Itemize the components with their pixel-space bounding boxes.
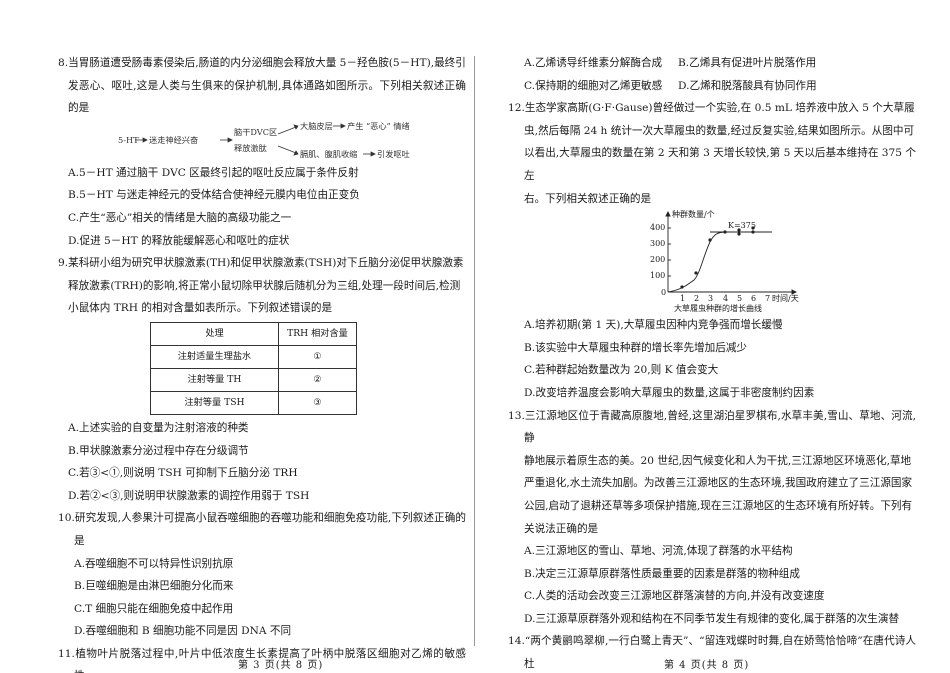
x-tick-4: 4	[723, 294, 729, 304]
page-3-footer: 第 3 页(共 8 页)	[238, 660, 324, 671]
q8-pathway-diagram: 5-HT 迷走神经兴奋 脑干DVC区 释放激肽 大脑皮层 产生 “恶心” 情绪 …	[118, 120, 466, 162]
y-tick-0: 0	[661, 288, 667, 298]
q8-option-a: A.5－HT 通过脑干 DVC 区最终引起的呕吐反应属于条件反射	[68, 166, 359, 179]
q9-option-a: A.上述实验的自变量为注射溶液的种类	[68, 421, 249, 434]
q12-stem: 12.生态学家高斯(G·F·Gause)曾经做过一个实验,在 0.5 mL 培养…	[508, 102, 916, 205]
q9-stem: 9.某科研小组为研究甲状腺激素(TH)和促甲状腺激素(TSH)对下丘脑分泌促甲状…	[58, 257, 464, 315]
q9-table: 处理 TRH 相对含量 注射适量生理盐水 ① 注射等量 TH ② 注射等量 TS…	[150, 321, 357, 415]
pathway-arrows	[135, 123, 376, 157]
q12-growth-curve-chart: 种群数量/个 K=375 400 300 200 100 0 1 2 3 4 5…	[634, 210, 916, 314]
q9-option-b: B.甲状腺激素分泌过程中存在分级调节	[68, 444, 249, 457]
q12-option-a: A.培养初期(第 1 天),大草履虫因种内竞争强而增长缓慢	[524, 319, 783, 332]
q12-option-d: D.改变培养温度会影响大草履虫的数量,这属于非密度制约因素	[524, 386, 815, 399]
growth-curve-plot	[665, 211, 798, 295]
node-kinin: 释放激肽	[234, 142, 267, 153]
q9-option-c: C.若③<①,则说明 TSH 可抑制下丘脑分泌 TRH	[68, 467, 298, 480]
q12-option-c: C.若种群起始数量改为 20,则 K 值会变大	[524, 364, 719, 377]
q10-stem: 10.研究发现,人参果汁可提高小鼠吞噬细胞的吞噬功能和细胞免疫功能,下列叙述正确…	[58, 512, 466, 547]
question-10: 10.研究发现,人参果汁可提高小鼠吞噬细胞的吞噬功能和细胞免疫功能,下列叙述正确…	[58, 507, 466, 643]
question-13: 13.三江源地区位于青藏高原腹地,曾经,这里湖泊星罗棋布,水草丰美,雪山、草地、…	[508, 405, 916, 631]
col-header-treatment: 处理	[150, 321, 279, 346]
page-3-column: 8.当胃肠道遭受肠毒素侵染后,肠道的内分泌细胞会释放大量 5－羟色胺(5－HT)…	[58, 52, 466, 673]
node-dvc: 脑干DVC区	[234, 126, 278, 137]
x-tick-1: 1	[680, 294, 686, 304]
chart-title: 大草履虫种群的增长曲线	[674, 304, 762, 314]
q8-option-c: C.产生“恶心”相关的情绪是大脑的高级功能之一	[68, 211, 292, 224]
q11-option-c: C.保持期的细胞对乙烯更敏感	[524, 79, 663, 92]
question-8: 8.当胃肠道遭受肠毒素侵染后,肠道的内分泌细胞会释放大量 5－羟色胺(5－HT)…	[58, 52, 466, 252]
table-row: 注射适量生理盐水 ①	[150, 344, 357, 369]
node-vomit: 引发呕吐	[377, 148, 410, 159]
q13-option-b: B.决定三江源草原群落性质最重要的因素是群落的物种组成	[524, 567, 800, 580]
question-11: 11.植物叶片脱落过程中,叶片中低浓度生长素提高了叶柄中脱落区细胞对乙烯的敏感性…	[58, 643, 466, 673]
q10-option-b: B.巨噬细胞是由淋巴细胞分化而来	[74, 580, 234, 593]
x-tick-5: 5	[737, 294, 743, 304]
q8-stem: 8.当胃肠道遭受肠毒素侵染后,肠道的内分泌细胞会释放大量 5－羟色胺(5－HT)…	[58, 57, 466, 115]
y-axis-label: 种群数量/个	[672, 210, 715, 220]
q11-stem: 11.植物叶片脱落过程中,叶片中低浓度生长素提高了叶柄中脱落区细胞对乙烯的敏感性…	[58, 647, 466, 673]
x-axis-label: 时间/天	[772, 294, 799, 304]
node-vagus: 迷走神经兴奋	[149, 134, 199, 145]
q12-option-b: B.该实验中大草履虫种群的增长率先增加后减少	[524, 341, 748, 354]
table-row: 注射等量 TH ②	[150, 367, 357, 392]
question-14: 14.“两个黄鹂鸣翠柳,一行白鹭上青天”、“留连戏蝶时时舞,自在娇莺恰恰啼”在唐…	[508, 630, 916, 673]
x-tick-7: 7	[765, 294, 771, 304]
y-tick-100: 100	[650, 271, 666, 281]
q11-option-a: A.乙烯诱导纤维素分解酶合成	[524, 57, 663, 69]
y-tick-400: 400	[650, 223, 666, 233]
q10-option-c: C.T 细胞只能在细胞免疫中起作用	[74, 602, 234, 615]
q13-option-c: C.人类的活动会改变三江源地区群落演替的方向,并没有改变速度	[524, 590, 825, 603]
q13-stem: 13.三江源地区位于青藏高原腹地,曾经,这里湖泊星罗棋布,水草丰美,雪山、草地、…	[508, 409, 916, 535]
node-muscle: 膈肌、腹肌收缩	[300, 148, 358, 159]
page-divider	[474, 56, 475, 646]
y-tick-200: 200	[650, 255, 666, 265]
table-row: 注射等量 TSH ③	[150, 390, 357, 415]
q8-option-b: B.5－HT 与迷走神经元的受体结合使神经元膜内电位由正变负	[68, 189, 360, 202]
q10-option-d: D.吞噬细胞和 B 细胞功能不同是因 DNA 不同	[74, 625, 292, 638]
page-4-footer: 第 4 页(共 8 页)	[664, 660, 750, 671]
col-header-trh: TRH 相对含量	[278, 321, 357, 346]
question-9: 9.某科研小组为研究甲状腺激素(TH)和促甲状腺激素(TSH)对下丘脑分泌促甲状…	[58, 252, 466, 507]
q8-option-d: D.促进 5－HT 的释放能缓解恶心和呕吐的症状	[68, 234, 290, 247]
q11-options-row-2: C.保持期的细胞对乙烯更敏感 D.乙烯和脱落酸具有协同作用	[508, 75, 916, 98]
q9-option-d: D.若②<③,则说明甲状腺激素的调控作用弱于 TSH	[68, 489, 310, 502]
node-cortex: 大脑皮层	[300, 120, 333, 131]
q13-option-a: A.三江源地区的雪山、草地、河流,体现了群落的水平结构	[524, 545, 793, 558]
table-header-row: 处理 TRH 相对含量	[150, 321, 357, 346]
page-4-column: A.乙烯诱导纤维素分解酶合成 B.乙烯具有促进叶片脱落作用 C.保持期的细胞对乙…	[508, 52, 916, 673]
q13-option-d: D.三江源草原群落外观和结构在不同季节发生有规律的变化,属于群落的次生演替	[524, 612, 900, 625]
k-annotation: K=375	[728, 221, 756, 231]
x-tick-3: 3	[708, 294, 714, 304]
node-5ht: 5-HT	[118, 134, 139, 145]
x-tick-6: 6	[751, 294, 757, 304]
q11-option-b: B.乙烯具有促进叶片脱落作用	[678, 57, 817, 69]
q14-stem: 14.“两个黄鹂鸣翠柳,一行白鹭上青天”、“留连戏蝶时时舞,自在娇莺恰恰啼”在唐…	[508, 635, 916, 671]
question-12: 12.生态学家高斯(G·F·Gause)曾经做过一个实验,在 0.5 mL 培养…	[508, 97, 916, 404]
node-nausea: 产生 “恶心” 情绪	[347, 120, 410, 131]
q10-option-a: A.吞噬细胞不可以特异性识别抗原	[74, 557, 234, 570]
x-tick-2: 2	[694, 294, 700, 304]
q11-option-d: D.乙烯和脱落酸具有协同作用	[678, 79, 817, 92]
y-tick-300: 300	[650, 239, 666, 249]
q11-options-row-1: A.乙烯诱导纤维素分解酶合成 B.乙烯具有促进叶片脱落作用	[508, 52, 916, 75]
